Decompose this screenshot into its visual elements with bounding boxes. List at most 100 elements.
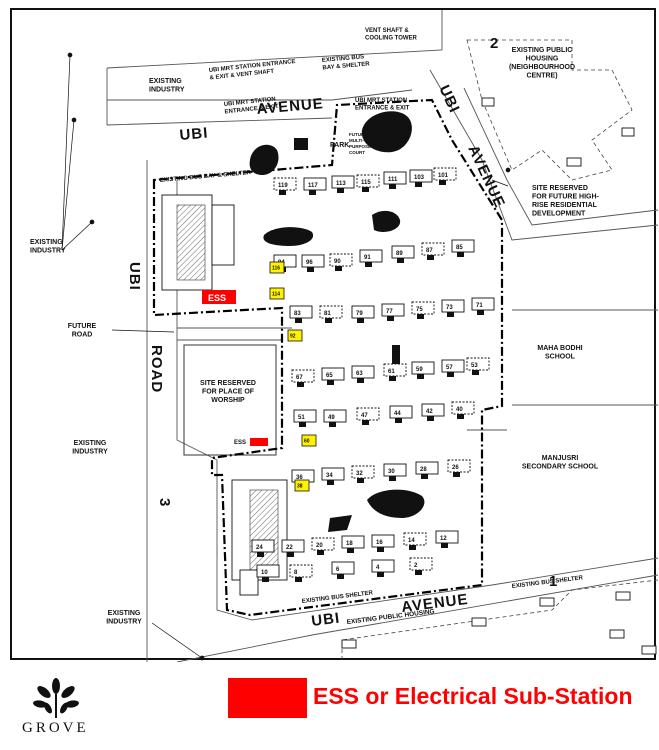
block-18: 18 <box>341 535 365 553</box>
block-10: 10 <box>256 564 280 582</box>
ponds <box>249 111 425 532</box>
block-96: 96 <box>301 254 325 272</box>
block-number: 81 <box>324 311 331 317</box>
block-47: 47 <box>356 407 380 425</box>
block-number: 40 <box>456 407 463 413</box>
road-label-ubi-ave2: UBI <box>179 125 209 144</box>
block-75: 75 <box>411 301 435 319</box>
highlighted-block-92: 92 <box>287 329 303 342</box>
site-boundary <box>152 98 504 617</box>
block-number: 115 <box>361 180 371 186</box>
svg-text:116: 116 <box>272 266 280 272</box>
block-number: 4 <box>376 565 380 571</box>
block-number: 63 <box>356 371 363 377</box>
block-number: 51 <box>298 415 305 421</box>
block-number: 26 <box>452 465 459 471</box>
community-building-left <box>161 194 288 596</box>
block-6: 6 <box>331 561 355 579</box>
block-number: 16 <box>376 540 383 546</box>
block-85: 85 <box>451 239 475 257</box>
block-number: 28 <box>420 467 427 473</box>
block-57: 57 <box>441 359 465 377</box>
ess-marker-small[interactable]: ESS <box>234 438 268 446</box>
legend-text: ESS or Electrical Sub-Station <box>313 683 633 709</box>
block-16: 16 <box>371 534 395 552</box>
area-label-existing-public-housing-s: EXISTING PUBLIC HOUSING <box>346 608 435 626</box>
block-number: 119 <box>278 183 288 189</box>
block-42: 42 <box>421 403 445 421</box>
block-24: 24 <box>251 539 275 557</box>
block-number: 36 <box>296 475 303 481</box>
block-49: 49 <box>323 409 347 427</box>
block-22: 22 <box>281 539 305 557</box>
block-number: 83 <box>294 311 301 317</box>
area-label-existing-bus-bay-shelter: EXISTING BUS BAY & SHELTER <box>160 170 252 184</box>
block-number: 85 <box>456 245 463 251</box>
block-number: 8 <box>294 570 298 576</box>
block-8: 8 <box>289 564 313 582</box>
block-53: 53 <box>466 357 490 375</box>
block-number: 89 <box>396 251 403 257</box>
highlighted-block-60: 60 <box>301 434 317 447</box>
svg-text:38: 38 <box>297 484 303 490</box>
leaf-icon <box>33 678 79 718</box>
block-51: 51 <box>293 409 317 427</box>
block-71: 71 <box>471 297 495 315</box>
block-111: 111 <box>383 171 407 189</box>
block-77: 77 <box>381 303 405 321</box>
logo-text: GROVE <box>22 720 89 736</box>
block-63: 63 <box>351 365 375 383</box>
block-number: 12 <box>440 536 447 542</box>
block-number: 57 <box>446 365 453 371</box>
block-number: 6 <box>336 567 340 573</box>
block-14: 14 <box>403 532 427 550</box>
block-81: 81 <box>319 305 343 323</box>
block-number: 90 <box>334 259 341 265</box>
block-26: 26 <box>447 459 471 477</box>
block-number: 75 <box>416 307 423 313</box>
block-67: 67 <box>291 369 315 387</box>
block-83: 83 <box>289 305 313 323</box>
area-label-vent-cooling: VENT SHAFT &COOLING TOWER <box>365 28 418 42</box>
block-number: 111 <box>388 177 398 183</box>
grove-logo: GROVE <box>14 678 124 738</box>
ess-label: ESS <box>208 293 226 303</box>
block-73: 73 <box>441 299 465 317</box>
road-label-one: 1 <box>549 573 558 590</box>
area-label-existing-bus-shelter-right: EXISTING BUS SHELTER <box>512 575 584 590</box>
block-number: 10 <box>261 570 268 576</box>
central-structure <box>392 345 400 367</box>
block-number: 87 <box>426 248 433 254</box>
park-structure <box>294 138 308 150</box>
block-number: 42 <box>426 409 433 415</box>
highlighted-block-38: 38 <box>294 479 310 492</box>
block-59: 59 <box>411 361 435 379</box>
block-number: 32 <box>356 471 363 477</box>
block-number: 14 <box>408 538 415 544</box>
existing-housing-south <box>341 579 658 660</box>
svg-text:114: 114 <box>272 292 280 298</box>
block-number: 101 <box>438 173 449 179</box>
ess-marker-main[interactable]: ESS <box>202 290 236 304</box>
area-label-mrt-entrance-left: UBI MRT STATIONENTRANCE & EXIT <box>224 96 280 115</box>
block-number: 77 <box>386 309 393 315</box>
road-label-two: 2 <box>490 35 499 52</box>
block-90: 90 <box>329 253 353 271</box>
block-40: 40 <box>451 401 475 419</box>
block-number: 34 <box>326 473 333 479</box>
block-117: 117 <box>303 177 327 195</box>
existing-housing-ne <box>466 39 635 181</box>
block-115: 115 <box>356 174 380 192</box>
block-number: 44 <box>394 411 401 417</box>
highlighted-block-114: 114 <box>269 287 285 300</box>
